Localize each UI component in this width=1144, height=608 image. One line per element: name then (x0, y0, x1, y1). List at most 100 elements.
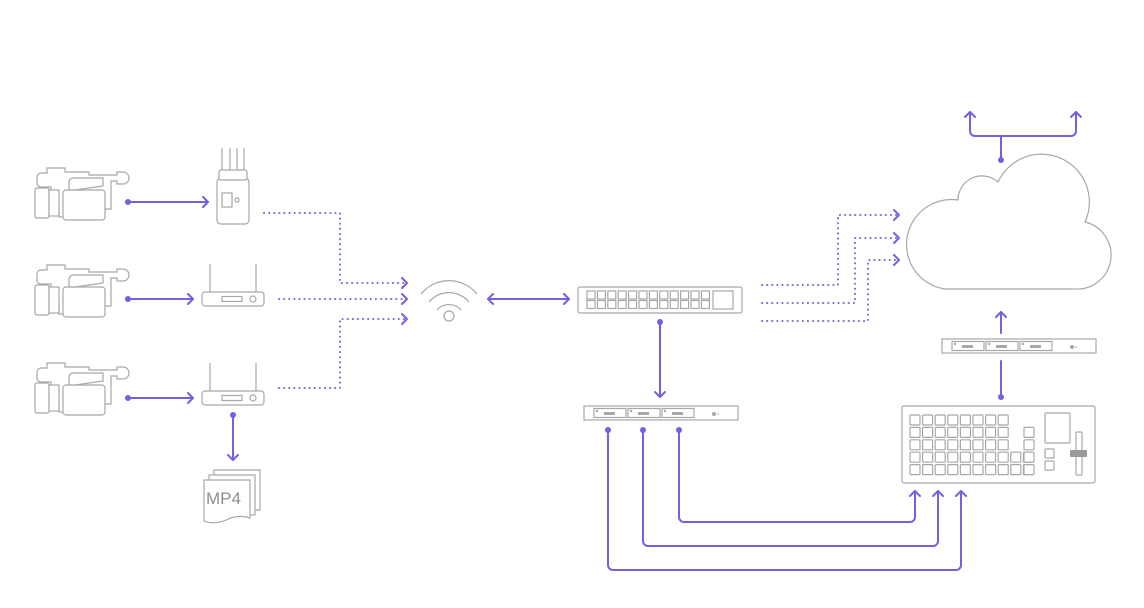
switch-port (690, 299, 700, 310)
ip-link-switch-cloud-2 (761, 232, 900, 304)
network-switch-icon (577, 286, 743, 314)
wireless-link-router1-wifi (278, 293, 408, 305)
switcher-key (1023, 439, 1035, 451)
switcher-key (909, 464, 921, 476)
switcher-key (909, 439, 921, 451)
connection-switch-decoder (654, 319, 666, 398)
mp4-file-icon: MP4 (203, 469, 261, 524)
connection-decoder-switcher-3 (605, 427, 967, 571)
switcher-key (921, 451, 934, 463)
wireless-router-1-icon (201, 263, 265, 307)
switcher-key (909, 451, 921, 463)
encoder-rack-icon (941, 338, 1097, 354)
switcher-key (934, 414, 946, 426)
switch-port (617, 299, 627, 310)
cloud-icon (905, 153, 1112, 290)
camera-3-icon (34, 362, 130, 416)
switch-port (659, 299, 669, 310)
switcher-key (1023, 451, 1035, 463)
switcher-key (972, 464, 984, 476)
switcher-key (1010, 464, 1022, 476)
camera-2-icon (34, 264, 130, 318)
switcher-key (947, 414, 959, 426)
switcher-key (997, 439, 1009, 451)
switch-port (638, 299, 648, 310)
switch-port (596, 290, 607, 300)
switch-port (607, 299, 617, 310)
switch-port (700, 299, 711, 310)
ip-link-switch-cloud-3 (761, 254, 900, 322)
switcher-key (972, 426, 984, 438)
switcher-key (934, 426, 946, 438)
ip-link-switch-cloud-1 (761, 209, 900, 286)
switcher-key (909, 426, 921, 438)
mp4-label: MP4 (206, 489, 241, 508)
switch-port (659, 290, 669, 300)
switch-port (648, 290, 659, 300)
switcher-key (997, 414, 1009, 426)
switcher-key (1023, 464, 1035, 476)
switcher-key (959, 414, 972, 426)
switcher-key (934, 464, 946, 476)
switcher-key (984, 439, 997, 451)
switcher-key (947, 464, 959, 476)
wifi-icon (420, 280, 478, 322)
switcher-key (972, 439, 984, 451)
connection-camera1-transmitter (125, 196, 209, 208)
switch-port (648, 299, 659, 310)
switch-port (638, 290, 648, 300)
wireless-link-transmitter-wifi (263, 212, 408, 289)
switcher-key (972, 414, 984, 426)
connection-cloud-outputs (964, 111, 1082, 163)
switch-port (586, 299, 596, 310)
switcher-key (984, 464, 997, 476)
connection-wifi-switch (487, 293, 570, 305)
switcher-key (997, 426, 1009, 438)
switcher-key (959, 464, 972, 476)
switch-port (669, 299, 679, 310)
switch-port (617, 290, 627, 300)
wireless-transmitter-icon (216, 148, 250, 225)
wireless-router-2-icon (201, 362, 265, 406)
wireless-link-router2-wifi (278, 313, 408, 389)
switcher-key (959, 451, 972, 463)
switcher-key (959, 439, 972, 451)
switch-port (679, 299, 690, 310)
switcher-key (997, 464, 1009, 476)
switcher-key (934, 451, 946, 463)
switcher-key (984, 426, 997, 438)
switcher-key (934, 439, 946, 451)
switcher-key (959, 426, 972, 438)
switcher-key (921, 464, 934, 476)
switch-port (679, 290, 690, 300)
connection-decoder-switcher-1 (676, 427, 921, 523)
switcher-key (921, 426, 934, 438)
switcher-key (921, 414, 934, 426)
switch-port (627, 299, 638, 310)
connection-encoder-cloud (995, 311, 1007, 334)
decoder-rack-icon (583, 405, 739, 421)
switch-port (700, 290, 711, 300)
switcher-key (909, 414, 921, 426)
switcher-key (947, 451, 959, 463)
connection-router2-mp4 (227, 412, 239, 461)
switcher-key (921, 439, 934, 451)
switch-port (669, 290, 679, 300)
switcher-key (984, 451, 997, 463)
switcher-key (1023, 426, 1035, 438)
camera-1-icon (34, 167, 130, 221)
connection-switcher-encoder (998, 360, 1004, 400)
connection-decoder-switcher-2 (640, 427, 944, 547)
switch-port (596, 299, 607, 310)
switch-port (607, 290, 617, 300)
switcher-key (972, 451, 984, 463)
switch-port (627, 290, 638, 300)
switch-port (586, 290, 596, 300)
switcher-key (947, 426, 959, 438)
production-switcher-icon (901, 405, 1096, 484)
switcher-key (997, 451, 1009, 463)
switcher-key (1010, 451, 1022, 463)
switcher-key (984, 414, 997, 426)
connection-camera3-router2 (125, 392, 194, 404)
